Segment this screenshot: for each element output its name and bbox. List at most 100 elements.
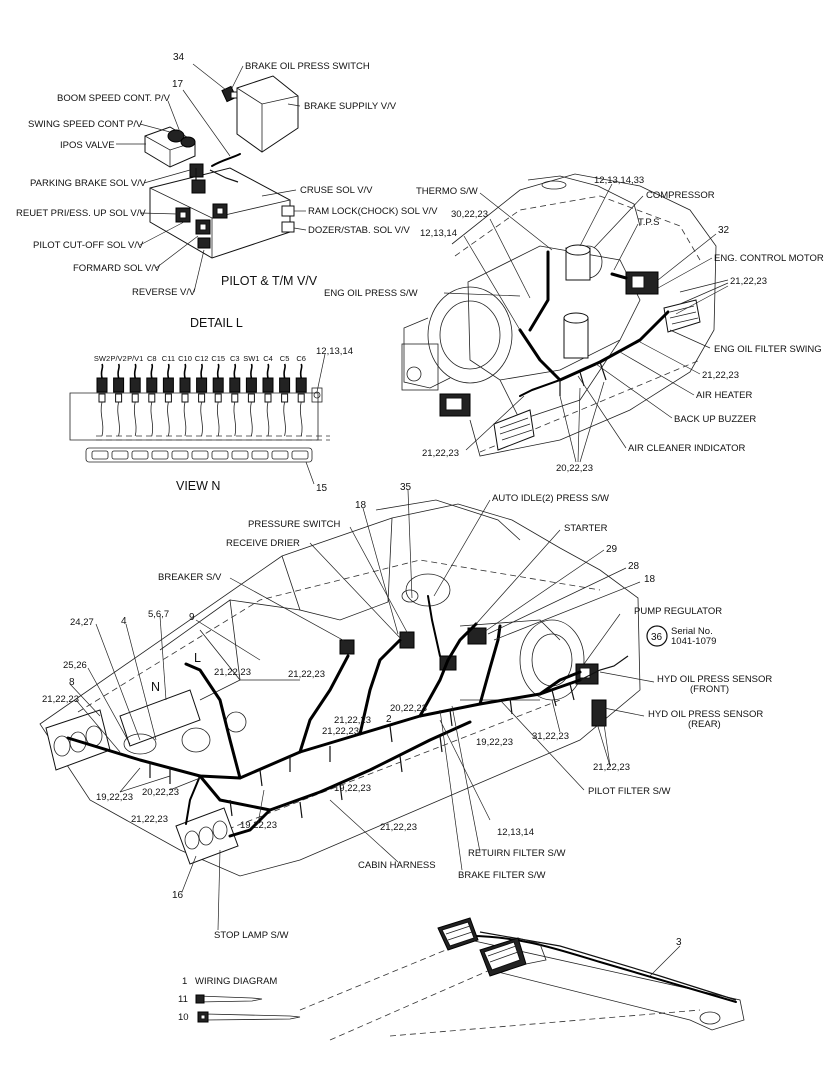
label-ram-lock: RAM LOCK(CHOCK) SOL V/V [308,206,438,217]
view-n-slot [91,450,109,460]
label-brake-oil-press-switch: BRAKE OIL PRESS SWITCH [245,61,370,72]
connector-body [295,377,307,393]
callout-16: 16 [172,890,184,901]
connector-lead-wire [266,401,270,437]
connector-wire [216,363,220,379]
callout-21-22-23-eng-c: 21,22,23 [422,448,459,459]
view-n-slot [231,450,249,460]
connector-body [229,377,241,393]
callout-32: 32 [718,225,730,236]
cable-tie-10-icon [205,1013,301,1021]
callout-12-13-14-view-n: 12,13,14 [316,346,353,357]
connector-terminal [198,393,206,403]
connector-terminal [297,393,305,403]
label-breaker-sv: BREAKER S/V [158,572,222,583]
connector-body [279,377,291,393]
label-pilot-tm-valve: PILOT & T/M V/V [221,274,318,288]
connector-lead-wire [100,401,104,437]
view-n-slot [271,450,289,460]
label-compressor: COMPRESSOR [646,190,715,201]
connector-terminal [164,393,172,403]
label-pilot-cut-off: PILOT CUT-OFF SOL V/V [33,240,144,251]
legend-num-11: 11 [178,994,188,1005]
callout-21-22-23-eng-a: 21,22,23 [730,276,767,287]
connector-body [96,377,108,393]
connector-label: C10 [178,354,192,363]
connector-lead-wire [250,401,253,437]
connector-terminal [148,393,156,403]
view-n-slot [111,450,129,460]
label-brake-supply-valve: BRAKE SUPPILY V/V [304,101,397,112]
machine-drawing [39,489,655,931]
connector-label: C4 [263,354,273,363]
boom-drawing [299,917,745,1041]
callout-8: 8 [69,677,75,688]
connector-terminal [181,393,189,403]
label-cruse-sol: CRUSE SOL V/V [300,185,373,196]
label-retuirn-filter: RETUIRN FILTER S/W [468,848,565,859]
connector-label: C12 [195,354,209,363]
callout-34: 34 [173,52,185,63]
label-eng-control-motor: ENG. CONTROL MOTOR [714,253,824,264]
label-hyd-front-2: (FRONT) [690,684,729,695]
serial-range: 1041-1079 [671,636,716,647]
connector-body [129,377,141,393]
callout-21-22-23-m-a: 21,22,23 [214,667,251,678]
connector-lead-wire [299,401,303,437]
callout-19-22-23-m-d: 19,22,23 [240,820,277,831]
detail-l-drawing [116,63,307,293]
callout-20-22-23-m-b: 20,22,23 [142,787,179,798]
label-thermo-sw: THERMO S/W [416,186,478,197]
connector-label: SW1 [243,354,259,363]
connector-terminal [247,393,255,403]
view-n-slot [191,450,209,460]
connector-lead-wire [150,401,154,437]
connector-wire [233,363,237,379]
connector-lead-wire [117,401,120,437]
label-tps: T.P.S [638,217,659,228]
legend: 1 WIRING DIAGRAM 11 10 [178,976,301,1023]
label-formard-sol: FORMARD SOL V/V [73,263,161,274]
callout-21-22-23-eng-b: 21,22,23 [702,370,739,381]
view-n-slot [131,450,149,460]
connector-lead-wire [200,401,203,437]
view-n-slot [151,450,169,460]
letter-n: N [151,680,160,694]
callout-29: 29 [606,544,618,555]
connector-label: C15 [211,354,225,363]
view-n-drawing [69,353,330,485]
connector-body [212,377,224,393]
connector-label: SW2 [94,354,110,363]
label-eng-oil-press-sw: ENG OIL PRESS S/W [324,288,418,299]
view-n-slot [291,450,309,460]
callout-19-22-23-m-c: 19,22,23 [334,783,371,794]
label-hyd-rear-1: HYD OIL PRESS SENSOR [648,709,763,720]
connector-terminal [115,393,123,403]
connector-terminal [264,393,272,403]
callout-19-22-23-m-a: 19,22,23 [476,737,513,748]
connector-wire [283,363,286,379]
callout-18-b: 18 [644,574,656,585]
connector-terminal [98,393,106,403]
callout-5-6-7: 5,6,7 [148,609,169,620]
connector-label: C11 [162,354,175,363]
connector-body [113,377,125,393]
callout-21-22-23-m-b: 21,22,23 [288,669,325,680]
connector-label: P/V1 [127,354,143,363]
label-hyd-rear-2: (REAR) [688,719,721,730]
label-auto-idle: AUTO IDLE(2) PRESS S/W [492,493,609,504]
callout-17: 17 [172,79,184,90]
connector-wire [299,363,303,379]
view-n-title: VIEW N [176,479,220,493]
serial-badge-number: 36 [651,632,663,643]
label-starter: STARTER [564,523,608,534]
callout-25-26: 25,26 [63,660,87,671]
serial-badge-circle [646,625,668,647]
connector-lead-wire [133,401,137,437]
cable-tie-11-head-icon [195,994,205,1004]
connector-wire [200,363,203,379]
connector-terminal [231,393,239,403]
callout-35: 35 [400,482,412,493]
